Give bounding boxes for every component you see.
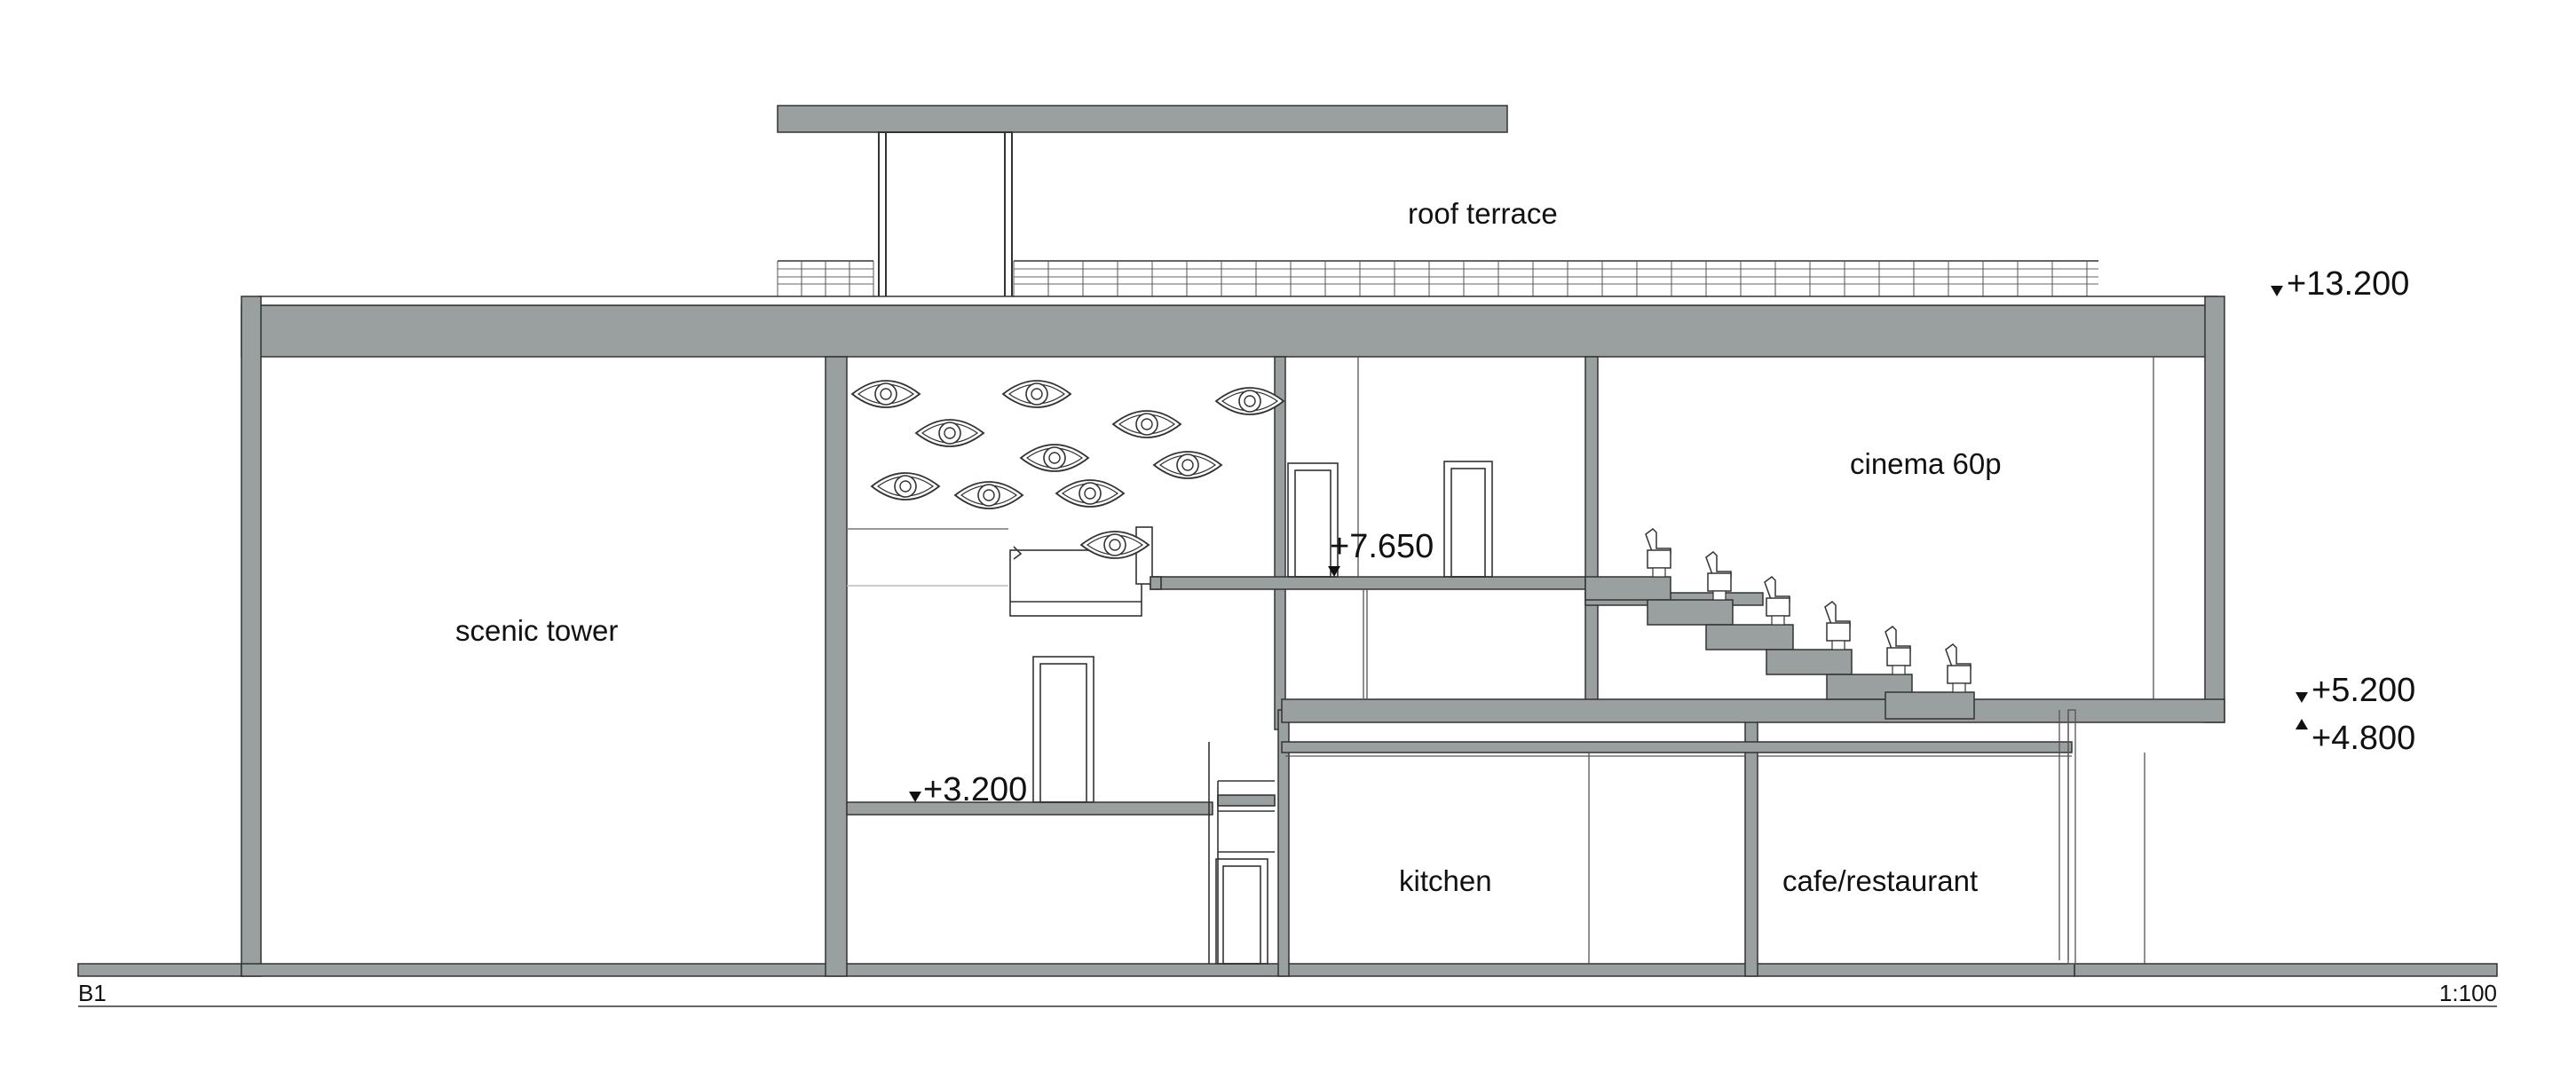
roof-canopy <box>777 105 1508 306</box>
drawing-id: B1 <box>78 980 107 1006</box>
scenic-tower-label: scenic tower <box>455 614 618 647</box>
eye-icon <box>1111 410 1182 438</box>
eye-icon <box>1214 387 1285 415</box>
level-upper-foyer: +3.200 <box>923 771 1027 808</box>
doors <box>1032 461 1493 965</box>
eye-icon <box>1152 451 1223 479</box>
thin-partitions <box>1285 357 2154 965</box>
cinema-seat-icon <box>1885 626 1911 675</box>
cinema-label: cinema 60p <box>1850 447 2002 480</box>
eye-icon <box>1079 531 1150 559</box>
structure <box>77 296 2498 977</box>
cinema-seat-icon <box>1705 551 1732 601</box>
eye-pattern <box>850 380 1285 559</box>
eye-icon <box>953 481 1024 509</box>
level-mezzanine: +7.650 <box>1330 528 1434 565</box>
level-marks <box>909 286 2308 802</box>
eye-icon <box>914 419 985 447</box>
cinema-seats <box>1645 528 1972 693</box>
eye-icon <box>850 380 921 408</box>
cinema-seat-icon <box>1764 576 1790 626</box>
level-top: +13.200 <box>2287 265 2409 303</box>
roof-terrace-label: roof terrace <box>1408 197 1558 230</box>
eye-icon <box>1055 479 1126 508</box>
level-cinema-floor: +5.200 <box>2311 672 2415 709</box>
cafe-label: cafe/restaurant <box>1782 864 1978 897</box>
cinema-seat-icon <box>1945 643 1972 693</box>
cinema-seat-icon <box>1645 528 1671 578</box>
eye-icon <box>1001 380 1072 408</box>
cinema-tiers <box>1584 576 1975 720</box>
drawing-scale: 1:100 <box>2439 980 2497 1006</box>
kitchen-label: kitchen <box>1399 864 1492 897</box>
eye-icon <box>1019 444 1090 472</box>
level-cafe-ceiling: +4.800 <box>2311 720 2415 757</box>
foyer-stair <box>847 526 1276 964</box>
cinema-seat-icon <box>1824 601 1851 650</box>
eye-icon <box>870 472 941 501</box>
